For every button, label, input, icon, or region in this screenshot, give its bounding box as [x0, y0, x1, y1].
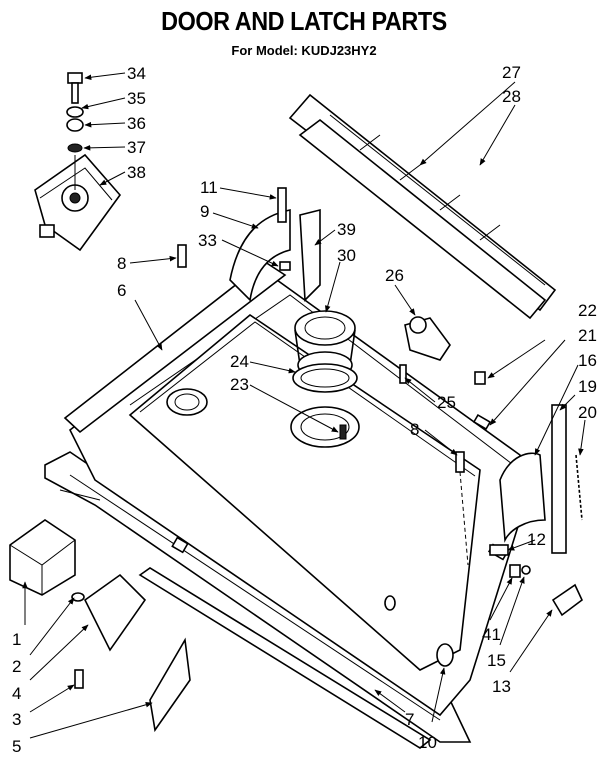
callout-11: 11 [200, 178, 218, 197]
callout-38: 38 [127, 163, 146, 182]
callout-25: 25 [437, 393, 456, 412]
callout-15: 15 [487, 651, 506, 670]
callout-8-left: 8 [117, 254, 126, 273]
vent-assembly [290, 310, 360, 448]
callout-7: 7 [405, 710, 414, 729]
callout-39: 39 [337, 220, 356, 239]
callout-12: 12 [527, 530, 546, 549]
callout-23: 23 [230, 375, 249, 394]
callout-3: 3 [12, 710, 21, 729]
callout-35: 35 [127, 89, 146, 108]
callout-8-right: 8 [410, 420, 419, 439]
hinge-parts-left [177, 187, 321, 302]
callout-13: 13 [492, 677, 511, 696]
callout-22: 22 [578, 301, 597, 320]
door-panel [44, 261, 521, 749]
callout-4: 4 [12, 684, 21, 703]
callout-21: 21 [578, 326, 597, 345]
callout-26: 26 [385, 266, 404, 285]
diagram-title: DOOR AND LATCH PARTS [161, 6, 447, 36]
leader-lines [22, 72, 586, 739]
model-subtitle: For Model: KUDJ23HY2 [231, 43, 377, 58]
door-switch [399, 316, 451, 384]
callout-30: 30 [337, 246, 356, 265]
callout-24: 24 [230, 352, 249, 371]
latch-motor-assembly [34, 72, 122, 252]
callout-1: 1 [12, 630, 21, 649]
callout-33: 33 [198, 231, 217, 250]
callout-41: 41 [482, 625, 501, 644]
callout-9: 9 [200, 202, 209, 221]
callout-19: 19 [578, 377, 597, 396]
callout-20: 20 [578, 403, 597, 422]
callout-36: 36 [127, 114, 146, 133]
top-vent-strip [288, 93, 557, 320]
knob [436, 643, 454, 667]
callout-28: 28 [502, 87, 521, 106]
callout-6: 6 [117, 281, 126, 300]
callout-2: 2 [12, 657, 21, 676]
callout-34: 34 [127, 64, 146, 83]
callout-27: 27 [502, 63, 521, 82]
callout-labels: 34 35 36 37 38 27 28 11 9 39 33 30 8 6 2… [12, 63, 597, 756]
callout-16: 16 [578, 351, 597, 370]
callout-10: 10 [418, 733, 437, 752]
callout-37: 37 [127, 138, 146, 157]
callout-5: 5 [12, 737, 21, 756]
lower-left-parts [9, 519, 191, 733]
